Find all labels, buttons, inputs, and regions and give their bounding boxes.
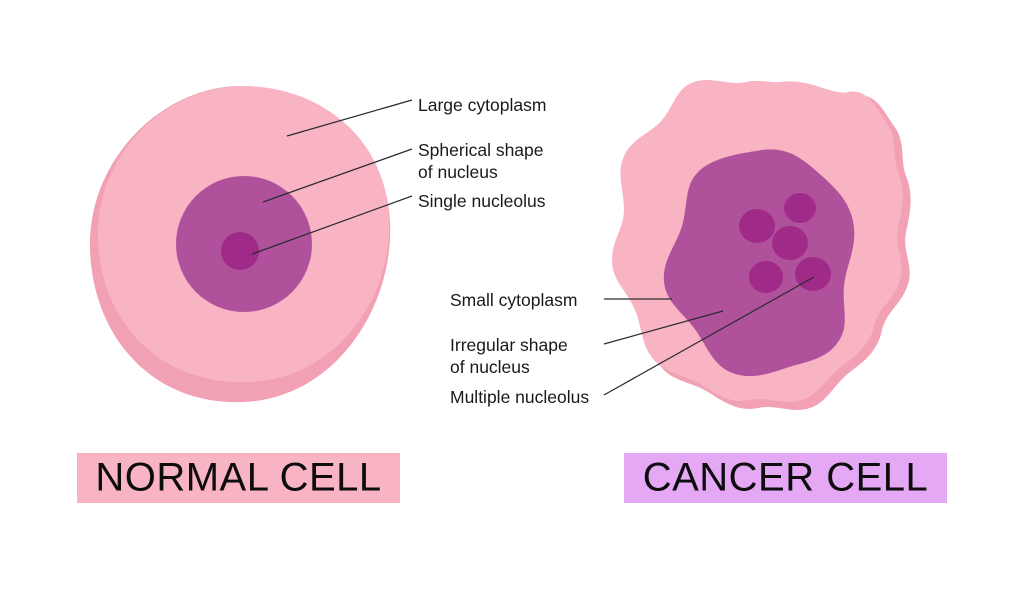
leader-line-large-cytoplasm bbox=[286, 99, 413, 137]
normal-cell-banner-label: NORMAL CELL bbox=[95, 456, 381, 500]
cancer-cell-nucleoli bbox=[739, 193, 831, 293]
annotation-small-cytoplasm: Small cytoplasm bbox=[450, 290, 577, 310]
nucleolus-2 bbox=[739, 209, 775, 243]
leader-line-spherical-nucleus bbox=[262, 148, 413, 203]
normal-cell-banner-background bbox=[77, 453, 400, 503]
normal-cell-group bbox=[89, 86, 391, 403]
leader-line-irregular-nucleus bbox=[603, 310, 724, 345]
nucleolus-5 bbox=[795, 257, 831, 291]
normal-cell-nucleolus bbox=[221, 232, 259, 270]
cancer-cell-leader-lines bbox=[603, 276, 815, 396]
nucleolus-1 bbox=[784, 193, 816, 223]
annotation-large-cytoplasm: Large cytoplasm bbox=[418, 95, 546, 115]
annotation-multiple-nucleolus: Multiple nucleolus bbox=[450, 387, 589, 407]
annotation-single-nucleolus: Single nucleolus bbox=[418, 191, 546, 211]
cancer-cell-banner: CANCER CELL bbox=[624, 453, 947, 503]
leader-line-single-nucleolus bbox=[251, 195, 413, 255]
nucleolus-4 bbox=[749, 261, 783, 293]
normal-cell-banner: NORMAL CELL bbox=[77, 453, 400, 503]
leader-line-multiple-nucleolus bbox=[603, 276, 815, 396]
annotation-irregular-nucleus: Irregular shape of nucleus bbox=[450, 335, 573, 377]
cancer-cell-banner-label: CANCER CELL bbox=[643, 456, 929, 500]
cancer-cell-banner-background bbox=[624, 453, 947, 503]
cancer-cell-group bbox=[612, 80, 911, 410]
normal-cell-leader-lines bbox=[251, 99, 413, 255]
nucleolus-3 bbox=[772, 226, 808, 260]
annotation-spherical-nucleus: Spherical shape of nucleus bbox=[418, 140, 548, 182]
